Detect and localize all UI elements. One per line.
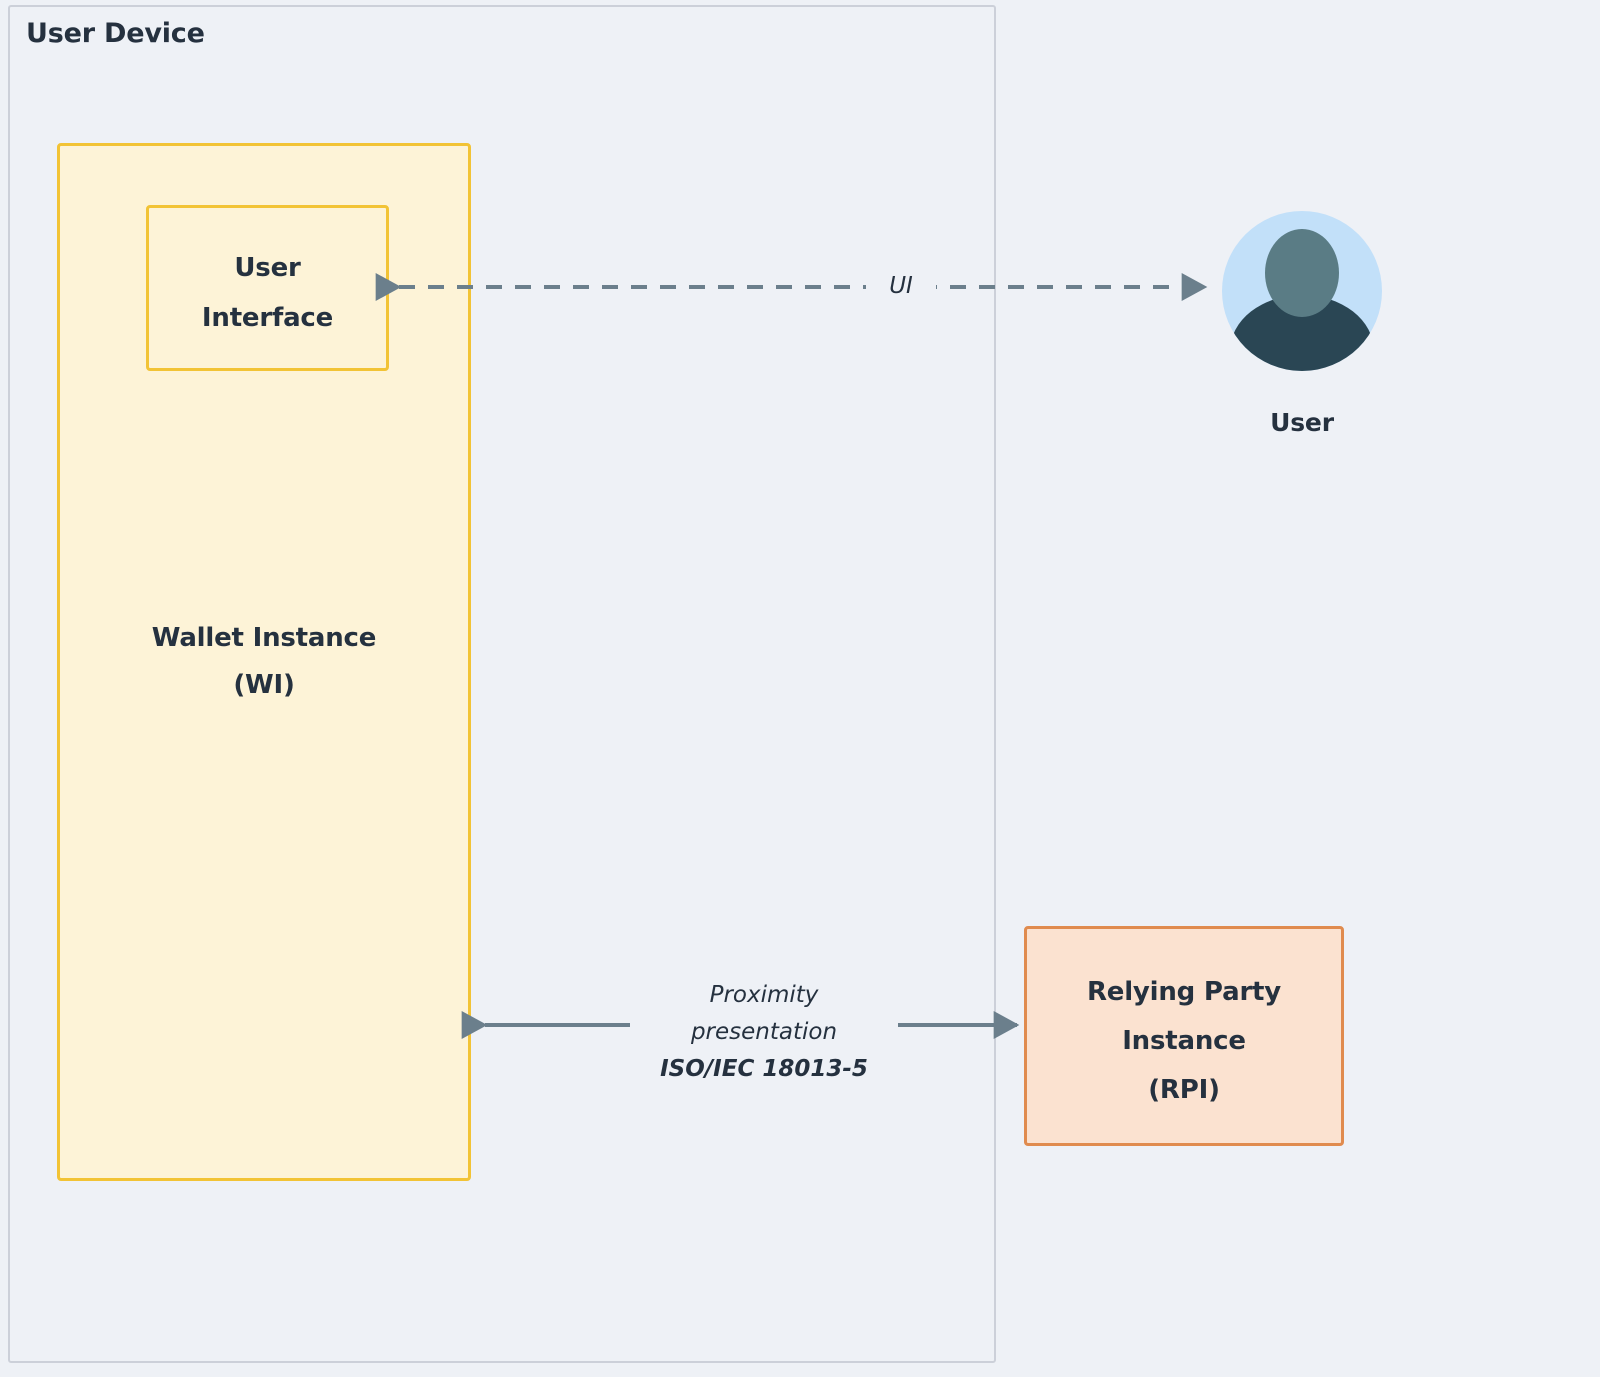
relying-party-instance-node[interactable] [1024,926,1344,1146]
user-avatar-icon [1222,211,1382,371]
wallet-instance-label: Wallet Instance (WI) [151,623,377,700]
avatar-shoulders [1230,295,1374,371]
proximity-edge-label-line1: Proximity [709,982,819,1008]
proximity-edge-label-line3: ISO/IEC 18013-5 [660,1056,868,1082]
relying-party-instance-label: Relying Party Instance (RPI) [1086,977,1282,1105]
user-device-title: User Device [26,18,205,49]
proximity-edge-label: Proximity presentation ISO/IEC 18013-5 [630,975,898,1090]
user-node-label: User [1270,408,1334,437]
ui-edge-label: UI [866,271,936,301]
avatar-head [1265,229,1339,317]
user-interface-label: User Interface [201,253,334,333]
user-interface-node[interactable] [146,205,389,371]
proximity-edge-label-line2: presentation [690,1019,838,1045]
